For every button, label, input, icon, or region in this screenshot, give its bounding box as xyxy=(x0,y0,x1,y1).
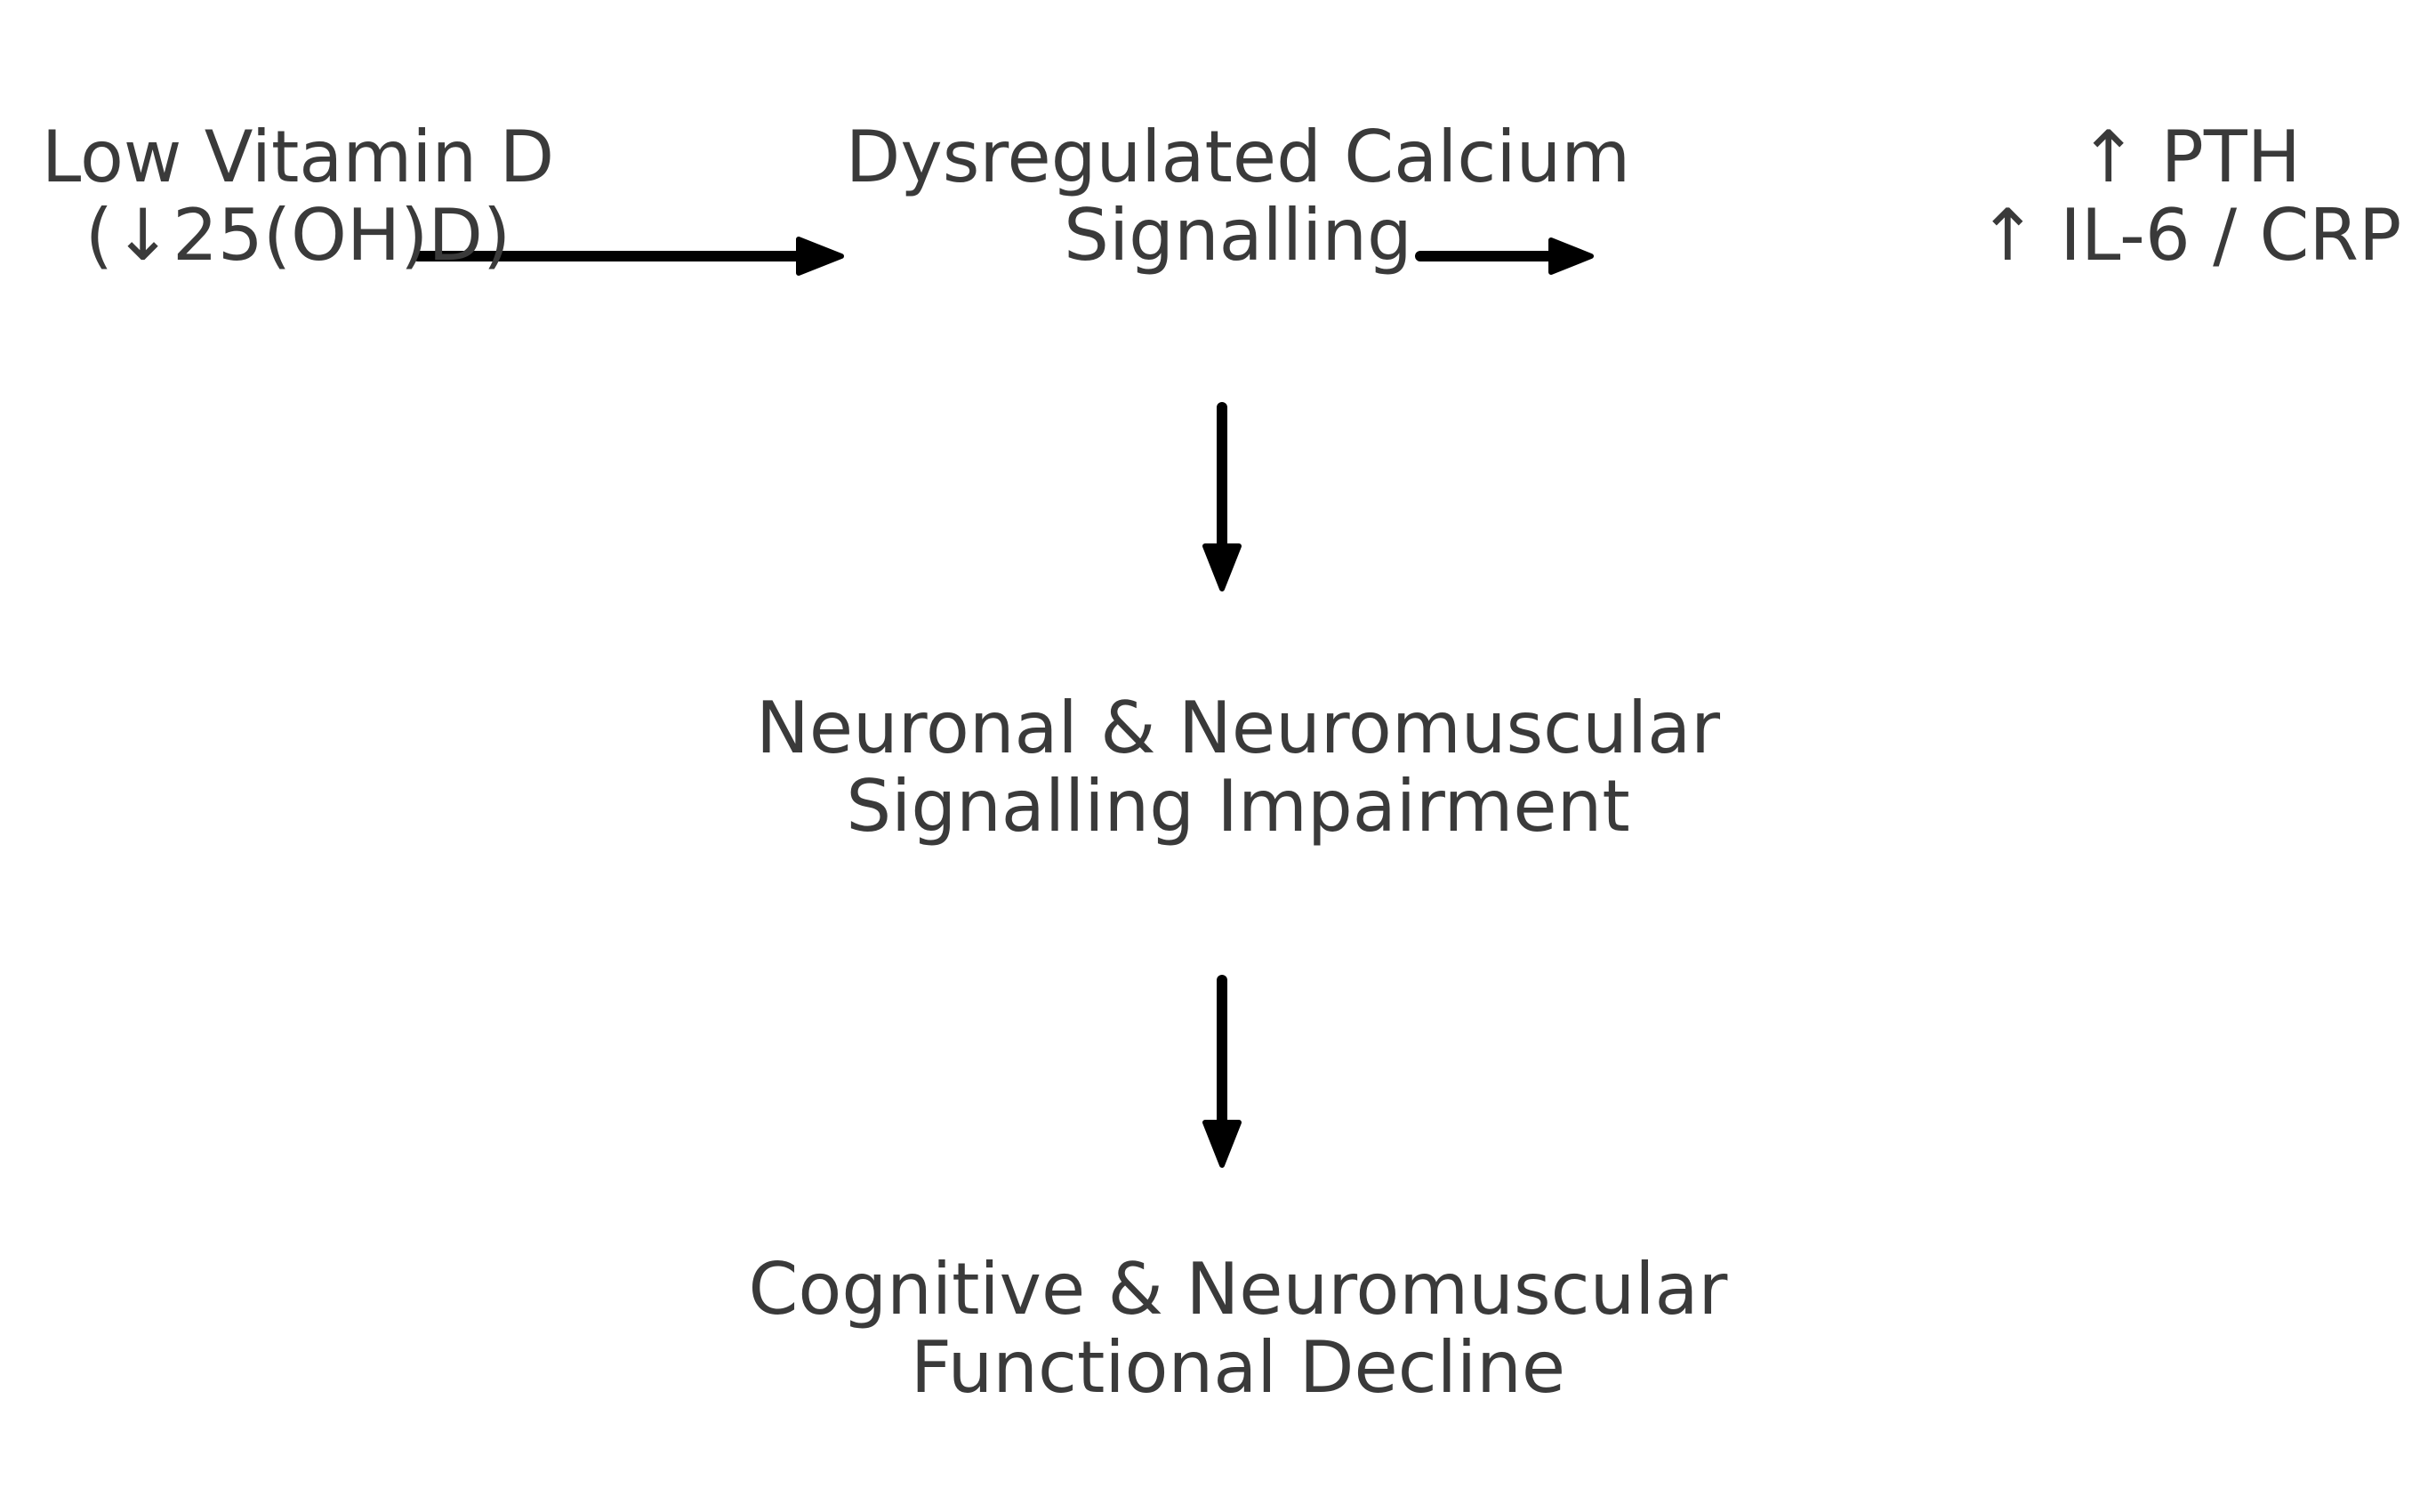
node-dysregulated-calcium-line1: Dysregulated Calcium xyxy=(845,116,1631,198)
node-cognitive-decline-line2: Functional Decline xyxy=(910,1326,1566,1409)
arrow-calcium-to-neuronal-icon xyxy=(1202,402,1242,591)
node-neuronal-impairment: Neuronal & Neuromuscular Signalling Impa… xyxy=(756,689,1720,846)
node-pth-inflammation: ↑ PTH ↑ IL-6 / CRP xyxy=(1978,118,2401,275)
node-dysregulated-calcium: Dysregulated Calcium Signalling xyxy=(846,118,1630,275)
node-pth-inflammation-line1: ↑ PTH xyxy=(2078,116,2301,198)
arrow-calcium-to-pth-icon xyxy=(1415,237,1594,275)
arrow-neuronal-to-cognitive-icon xyxy=(1202,975,1242,1168)
node-low-vitamin-d: Low Vitamin D (↓25(OH)D) xyxy=(42,118,554,275)
arrow-lowvitd-to-calcium-icon xyxy=(413,237,844,276)
node-neuronal-impairment-line1: Neuronal & Neuromuscular xyxy=(755,687,1721,769)
node-neuronal-impairment-line2: Signalling Impairment xyxy=(846,765,1630,848)
node-low-vitamin-d-line1: Low Vitamin D xyxy=(41,116,555,198)
node-cognitive-decline: Cognitive & Neuromuscular Functional Dec… xyxy=(749,1251,1728,1407)
node-pth-inflammation-line2: ↑ IL-6 / CRP xyxy=(1977,194,2402,277)
node-low-vitamin-d-line2: (↓25(OH)D) xyxy=(84,194,511,277)
node-dysregulated-calcium-line2: Signalling xyxy=(1064,194,1412,277)
node-cognitive-decline-line1: Cognitive & Neuromuscular xyxy=(748,1248,1728,1331)
